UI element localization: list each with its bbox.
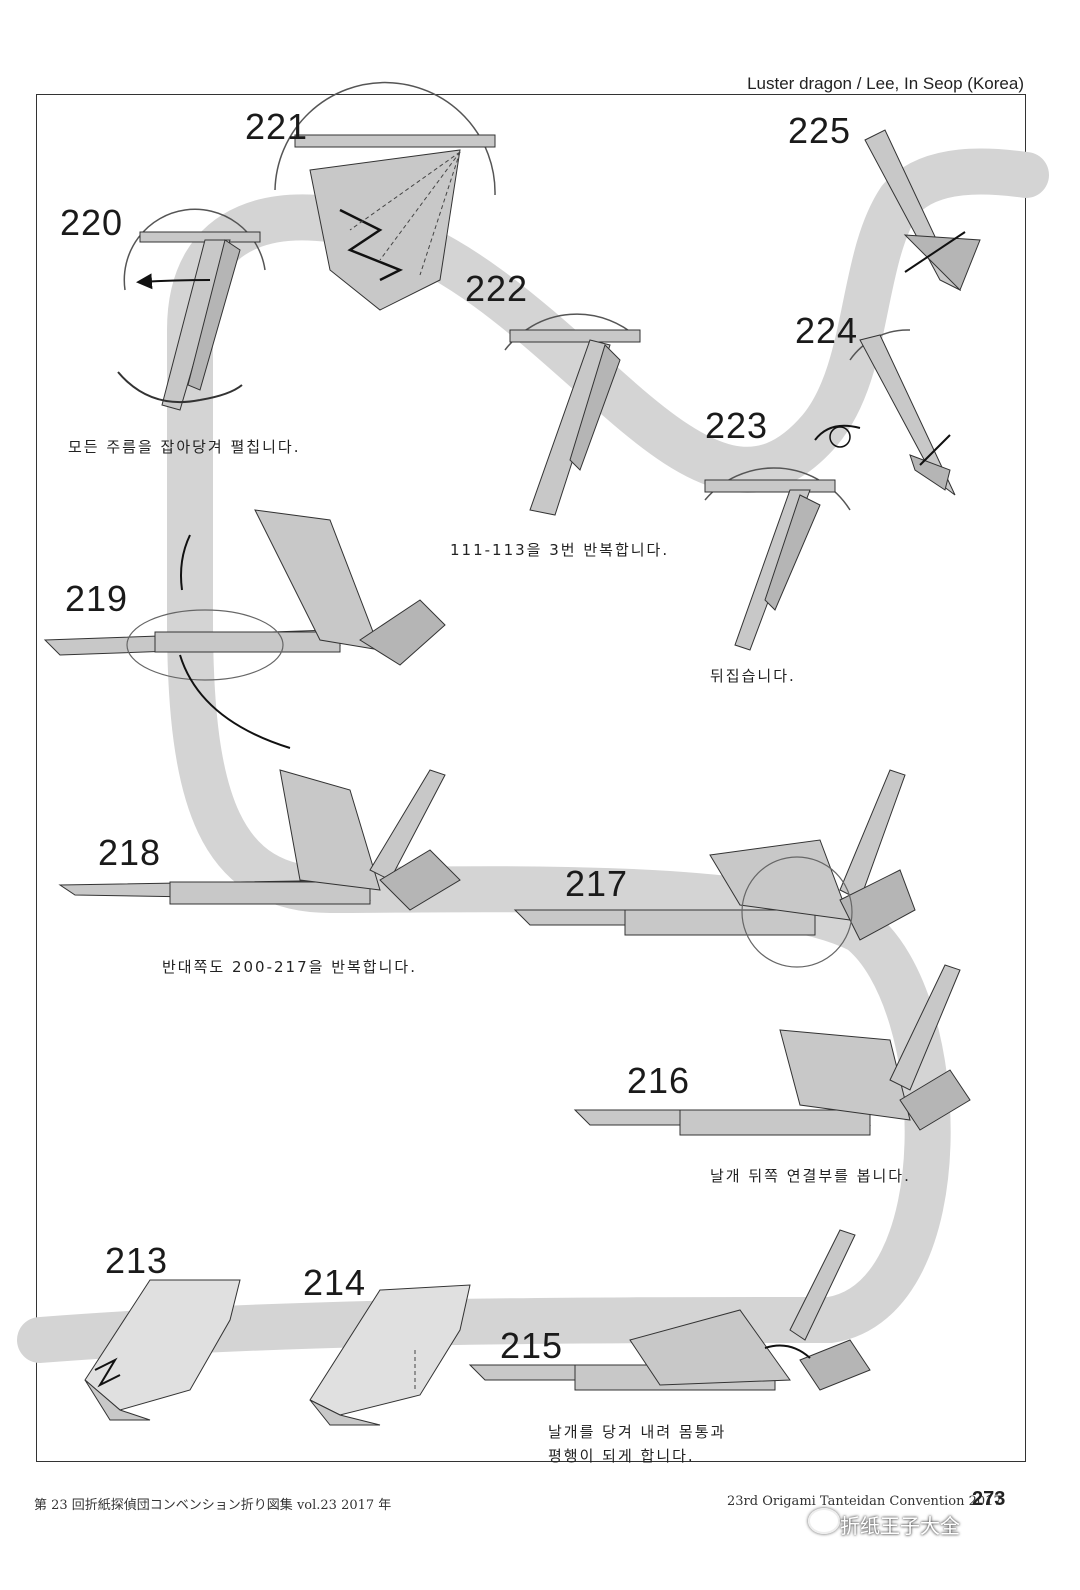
step-number-217: 217 bbox=[565, 863, 629, 904]
step-222-diagram bbox=[504, 313, 641, 516]
step-number-213: 213 bbox=[105, 1240, 169, 1281]
step-number-222: 222 bbox=[465, 268, 529, 309]
step-215-diagram bbox=[468, 1229, 871, 1391]
page-header-title: Luster dragon / Lee, In Seop (Korea) bbox=[747, 74, 1024, 93]
page-frame bbox=[36, 94, 1026, 1462]
step-number-219: 219 bbox=[65, 578, 129, 619]
step-number-223: 223 bbox=[705, 405, 769, 446]
caption-step-220: 모든 주름을 잡아당겨 펼칩니다. bbox=[68, 438, 301, 456]
step-number-220: 220 bbox=[60, 202, 124, 243]
watermark-text: 折纸王子大全 bbox=[840, 1514, 960, 1538]
step-214-diagram bbox=[309, 1284, 471, 1426]
caption-step-215-line1: 날개를 당겨 내려 몸통과 bbox=[548, 1423, 727, 1441]
footer-right-text: 23rd Origami Tanteidan Convention 2017 bbox=[727, 1494, 1002, 1509]
caption-step-218: 반대쪽도 200-217을 반복합니다. bbox=[162, 958, 417, 976]
step-219-diagram bbox=[43, 509, 446, 749]
step-213-diagram bbox=[84, 1279, 241, 1421]
page-number: 273 bbox=[972, 1488, 1006, 1510]
step-223-diagram bbox=[704, 424, 861, 651]
step-216-diagram bbox=[573, 964, 971, 1136]
wechat-icon bbox=[808, 1508, 840, 1534]
footer-left-text: 第 23 回折紙探偵団コンベンション折り図集 vol.23 2017 年 bbox=[34, 1498, 392, 1513]
step-224-diagram bbox=[849, 329, 956, 496]
caption-step-215-line2: 평행이 되게 합니다. bbox=[548, 1447, 695, 1465]
step-217-diagram bbox=[513, 769, 916, 968]
step-218-diagram bbox=[58, 769, 461, 911]
step-221-diagram bbox=[274, 81, 496, 311]
step-number-224: 224 bbox=[795, 310, 859, 351]
step-number-214: 214 bbox=[303, 1262, 367, 1303]
step-number-225: 225 bbox=[788, 110, 852, 151]
step-number-216: 216 bbox=[627, 1060, 691, 1101]
step-number-215: 215 bbox=[500, 1325, 564, 1366]
caption-step-216: 날개 뒤쪽 연결부를 봅니다. bbox=[710, 1167, 911, 1185]
caption-step-222: 111-113을 3번 반복합니다. bbox=[450, 541, 670, 559]
flow-path-band bbox=[17, 148, 1049, 1363]
step-number-221: 221 bbox=[245, 106, 309, 147]
step-220-diagram bbox=[117, 208, 266, 411]
step-number-218: 218 bbox=[98, 832, 162, 873]
caption-step-223: 뒤집습니다. bbox=[710, 667, 796, 685]
step-225-diagram bbox=[864, 129, 981, 292]
